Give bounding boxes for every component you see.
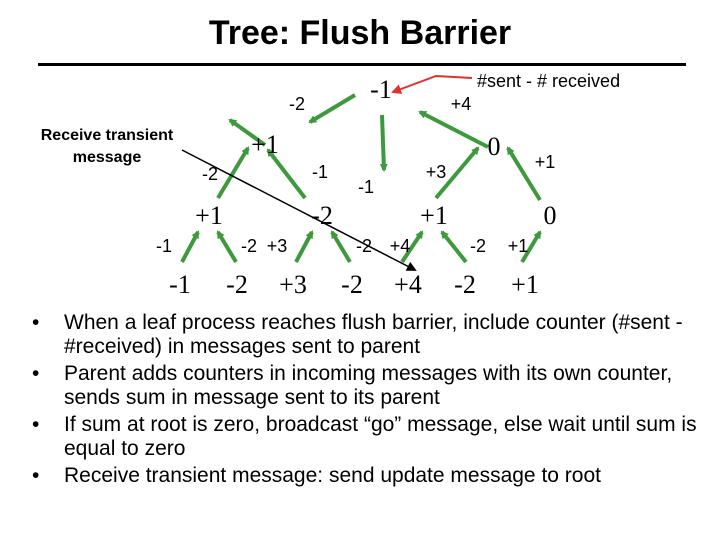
leaf-node: +1 bbox=[511, 270, 539, 299]
leaf-node: +3 bbox=[279, 270, 307, 299]
edge-label: +4 bbox=[390, 236, 411, 256]
edge-arrow bbox=[520, 230, 542, 264]
bullet-text: If sum at root is zero, broadcast “go” m… bbox=[64, 413, 697, 460]
leaf-node: -1 bbox=[169, 270, 191, 299]
edge-label: +3 bbox=[267, 236, 288, 256]
title-underline bbox=[38, 63, 686, 66]
edge-label: -2 bbox=[202, 164, 218, 184]
edge-arrow bbox=[294, 230, 314, 263]
node-level3-a: +1 bbox=[195, 201, 223, 230]
edge-label: -1 bbox=[358, 177, 374, 197]
leaf-node: +4 bbox=[394, 270, 422, 299]
edge-label: +1 bbox=[508, 236, 529, 256]
transient-message-arrow bbox=[181, 149, 417, 271]
edge-arrow bbox=[440, 230, 468, 264]
edge-arrow bbox=[434, 146, 480, 200]
leaf-node: -2 bbox=[341, 270, 363, 299]
bullet-dot-icon: • bbox=[32, 311, 40, 334]
bullet-item: • When a leaf process reaches flush barri… bbox=[28, 311, 708, 359]
edge-arrow bbox=[228, 118, 267, 147]
flush-barrier-tree-diagram: #sent - # received Receive transient mes… bbox=[41, 71, 620, 299]
edge-arrow bbox=[216, 230, 238, 264]
edge-arrow bbox=[400, 230, 424, 264]
transient-label-line2: message bbox=[73, 149, 142, 166]
tree-edges bbox=[180, 93, 542, 264]
bullet-dot-icon: • bbox=[32, 362, 40, 385]
edge-arrow bbox=[330, 230, 352, 264]
bullet-text: Receive transient message: send update m… bbox=[64, 464, 601, 487]
leaf-node: -2 bbox=[226, 270, 248, 299]
bullet-item: • Receive transient message: send update … bbox=[28, 464, 708, 488]
node-level2-a: +1 bbox=[251, 130, 279, 159]
bullet-item: • If sum at root is zero, broadcast “go” … bbox=[28, 413, 708, 461]
edge-label: +1 bbox=[535, 152, 556, 172]
counter-formula-label: #sent - # received bbox=[477, 71, 620, 91]
edge-arrow bbox=[308, 93, 357, 124]
transient-label-line1: Receive transient bbox=[41, 127, 174, 144]
edge-label: -1 bbox=[156, 236, 172, 256]
edge-arrow bbox=[180, 230, 200, 263]
bullet-item: • Parent adds counters in incoming messag… bbox=[28, 362, 708, 410]
edge-label: +3 bbox=[426, 162, 447, 182]
edge-arrow bbox=[216, 146, 250, 200]
bullet-text: Parent adds counters in incoming message… bbox=[64, 362, 673, 409]
bullet-dot-icon: • bbox=[32, 464, 40, 487]
edge-label: -2 bbox=[470, 236, 486, 256]
node-level3-d: 0 bbox=[544, 201, 557, 230]
edge-arrow bbox=[418, 110, 489, 149]
bullet-list: • When a leaf process reaches flush barri… bbox=[28, 311, 708, 491]
page-title: Tree: Flush Barrier bbox=[208, 14, 512, 52]
counter-annotation-arrow bbox=[391, 74, 473, 94]
node-level1-left: -2 bbox=[289, 94, 305, 114]
edge-arrow bbox=[379, 114, 388, 172]
edge-arrow bbox=[266, 148, 307, 200]
edge-label: -2 bbox=[356, 236, 372, 256]
bullet-dot-icon: • bbox=[32, 413, 40, 436]
node-root: -1 bbox=[370, 75, 392, 104]
edge-label: -2 bbox=[241, 236, 257, 256]
node-level2-b: 0 bbox=[488, 132, 501, 161]
node-level3-b: -2 bbox=[311, 201, 333, 230]
edge-arrow bbox=[506, 146, 542, 202]
node-level3-c: +1 bbox=[420, 201, 448, 230]
node-level1-right: +4 bbox=[451, 94, 472, 114]
edge-label: -1 bbox=[312, 162, 328, 182]
bullet-text: When a leaf process reaches flush barrie… bbox=[64, 311, 683, 358]
leaf-node: -2 bbox=[454, 270, 476, 299]
